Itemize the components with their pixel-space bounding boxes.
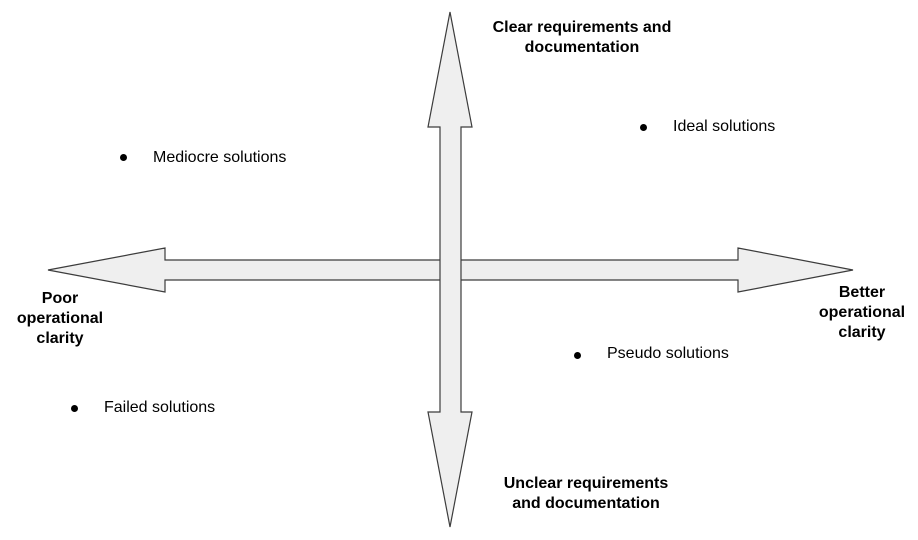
- bullet-icon: [640, 124, 647, 131]
- quadrant-top-right-label: Ideal solutions: [673, 118, 776, 135]
- bullet-icon: [71, 405, 78, 412]
- right-axis-label: Better operational clarity: [818, 284, 906, 341]
- quadrant-top-left-label: Mediocre solutions: [153, 149, 287, 166]
- quadrant-bottom-left-label: Failed solutions: [104, 399, 216, 416]
- bullet-icon: [574, 352, 581, 359]
- bottom-axis-label: Unclear requirements and documentation: [503, 475, 669, 512]
- axis-intersection: [441, 261, 460, 279]
- quadrant-bottom-right-label: Pseudo solutions: [607, 345, 729, 362]
- top-axis-label: Clear requirements and documentation: [492, 19, 672, 56]
- bullet-icon: [120, 154, 127, 161]
- left-axis-label: Poor operational clarity: [16, 290, 104, 347]
